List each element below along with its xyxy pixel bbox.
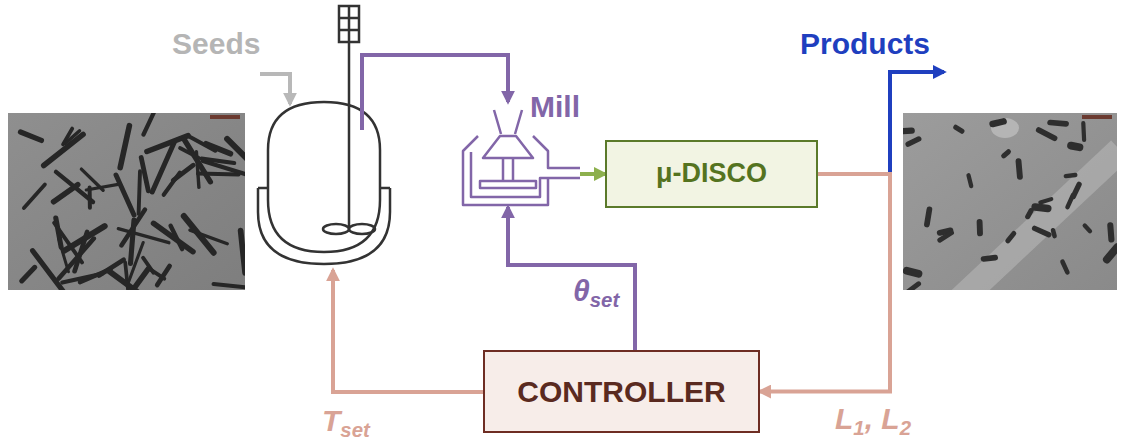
box-label: CONTROLLER (517, 375, 725, 408)
slurry-line (362, 55, 508, 130)
temperature-line (333, 270, 483, 392)
signal-name: θset (573, 274, 619, 307)
products-line (890, 72, 944, 174)
flow-arrow (580, 172, 605, 176)
micrograph-after (896, 113, 1120, 300)
micrograph-before (8, 97, 255, 309)
input-label: Seeds (172, 27, 260, 60)
box-label: μ-DISCO (656, 159, 767, 189)
signal-name: L1, L2 (835, 402, 911, 435)
mill-unit: Mill (458, 86, 580, 207)
flow-arrow (508, 207, 635, 350)
crystallizer-vessel (258, 6, 390, 264)
seeds-arrow (260, 74, 290, 104)
output-label: Products (800, 27, 930, 60)
controller-box: CONTROLLER (483, 350, 760, 433)
unit-label: Mill (530, 90, 580, 123)
process-box: μ-DISCO (605, 140, 818, 208)
signal-name: Tset (322, 404, 370, 437)
